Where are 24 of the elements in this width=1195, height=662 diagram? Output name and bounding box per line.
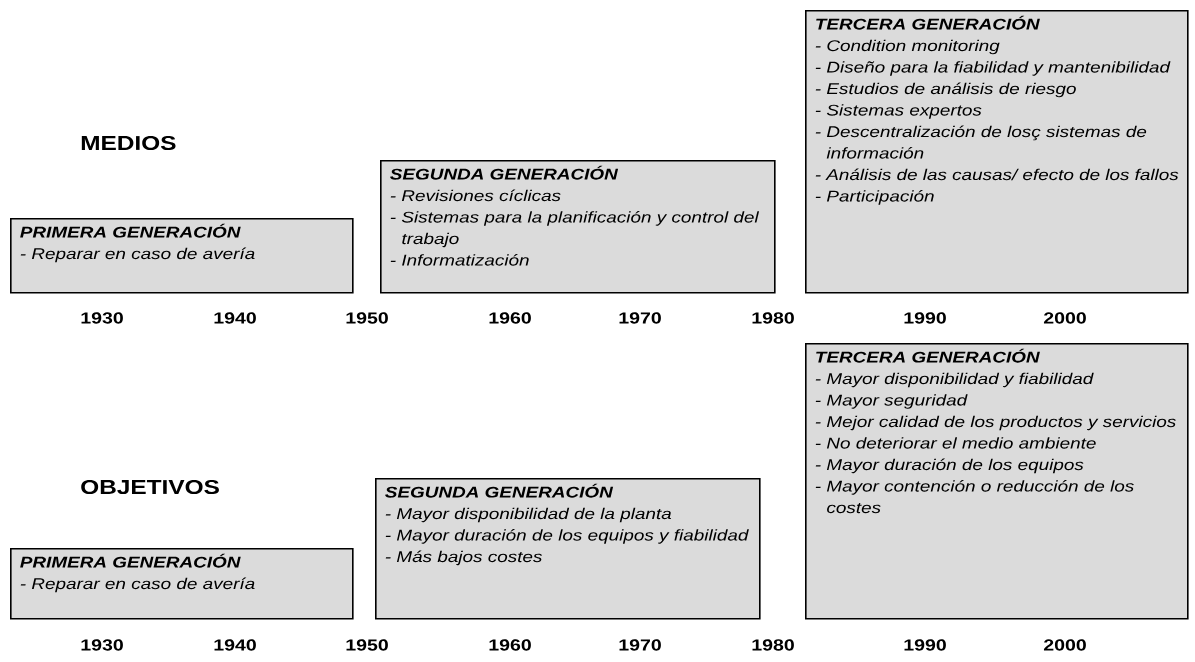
generation-box: TERCERA GENERACIÓN - Condition monitoring - Diseño para la fiabilidad y mantenibilidad - Estudios de análisis de riesgo - Sistemas expertos - Descentralización de losç sistemas de información - Análisis de las causas/ efecto de los fallos - Participación [805,10,1189,294]
year-label: 1940 [214,312,256,324]
generation-box: PRIMERA GENERACIÓN - Reparar en caso de avería [10,218,354,294]
year-label: 2000 [1043,312,1086,324]
generation-box: SEGUNDA GENERACIÓN - Mayor disponibilidad de la planta - Mayor duración de los equipos y fiabilidad - Más bajos costes [375,478,761,620]
year-label: 1970 [619,312,661,324]
year-label: 2000 [1043,639,1086,651]
year-label: 1970 [619,639,661,651]
generation-box: PRIMERA GENERACIÓN - Reparar en caso de avería [10,548,354,620]
generation-box: SEGUNDA GENERACIÓN - Revisiones cíclicas - Sistemas para la planificación y control del trabajo - Informatización [380,160,776,294]
year-label: 1950 [346,312,388,324]
year-label: 1980 [752,312,794,324]
generation-box: TERCERA GENERACIÓN - Mayor disponibilidad y fiabilidad - Mayor seguridad - Mejor calidad de los productos y servicios - No deteriorar el medio ambiente - Mayor duración de los equipos - Mayor contención o reducción de los costes [805,343,1189,620]
year-label: 1960 [489,312,531,324]
year-label: 1950 [346,639,388,651]
section-heading: OBJETIVOS [81,479,219,495]
year-label: 1990 [904,312,946,324]
year-label: 1940 [214,639,256,651]
year-label: 1930 [81,312,123,324]
year-label: 1960 [489,639,531,651]
section-heading: MEDIOS [81,135,176,151]
year-label: 1930 [81,639,123,651]
year-label: 1990 [904,639,946,651]
year-label: 1980 [752,639,794,651]
